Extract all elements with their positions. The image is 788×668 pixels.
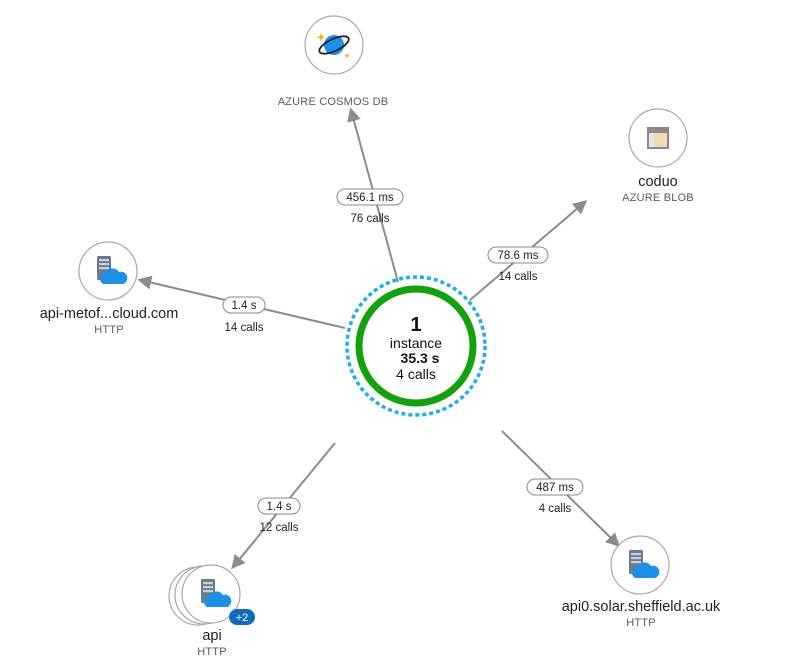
- edge-api-latency: 1.4 s: [267, 501, 292, 513]
- node-api0-sheffield[interactable]: api0.solar.sheffield.ac.uk HTTP: [562, 535, 721, 629]
- center-label: instance: [390, 335, 442, 351]
- node-api-name: api: [202, 628, 221, 644]
- center-dashed-ring: [345, 275, 487, 417]
- edge-api-metof[interactable]: 1.4 s 14 calls: [137, 275, 346, 334]
- edge-api-calls: 12 calls: [260, 522, 299, 534]
- node-blob-coduo[interactable]: coduo AZURE BLOB: [622, 108, 694, 204]
- edge-cosmos-latency: 456.1 ms: [346, 192, 394, 204]
- node-api-metof-type: HTTP: [94, 324, 124, 336]
- storage-blob-icon: [647, 127, 669, 149]
- edge-api-metof-calls: 14 calls: [225, 322, 264, 334]
- node-cosmos-db[interactable]: AZURE COSMOS DB: [278, 15, 389, 108]
- center-count: 1: [410, 314, 421, 336]
- edge-cosmos-calls: 76 calls: [351, 213, 390, 225]
- edge-api[interactable]: 1.4 s 12 calls: [231, 442, 336, 570]
- node-api-group[interactable]: +2 api HTTP: [168, 564, 255, 658]
- node-api0-type: HTTP: [626, 617, 656, 629]
- node-api0-name: api0.solar.sheffield.ac.uk: [562, 599, 721, 615]
- node-blob-name: coduo: [638, 174, 678, 190]
- center-node[interactable]: 1 instance 35.3 s 4 calls: [345, 275, 487, 417]
- center-calls: 4 calls: [396, 366, 436, 382]
- node-blob-type: AZURE BLOB: [622, 192, 694, 204]
- cosmos-db-icon: [316, 33, 350, 59]
- edge-cosmos[interactable]: 456.1 ms 76 calls: [336, 107, 404, 283]
- node-cosmos-type: AZURE COSMOS DB: [278, 96, 389, 108]
- group-count-badge: +2: [229, 609, 255, 625]
- center-duration: 35.3 s: [401, 350, 440, 366]
- edge-blob-calls: 14 calls: [499, 271, 538, 283]
- center-health-ring: [355, 285, 477, 407]
- node-api-metof[interactable]: api-metof...cloud.com HTTP: [40, 241, 179, 336]
- edge-api-metof-latency: 1.4 s: [232, 300, 257, 312]
- node-api-metof-name: api-metof...cloud.com: [40, 306, 179, 322]
- node-api-type: HTTP: [197, 646, 227, 658]
- edge-api0-calls: 4 calls: [539, 503, 572, 515]
- edge-api0[interactable]: 487 ms 4 calls: [501, 430, 620, 547]
- svg-text:+2: +2: [236, 612, 249, 624]
- edge-blob[interactable]: 78.6 ms 14 calls: [469, 200, 588, 301]
- edge-api0-latency: 487 ms: [536, 482, 574, 494]
- edge-blob-latency: 78.6 ms: [498, 250, 539, 262]
